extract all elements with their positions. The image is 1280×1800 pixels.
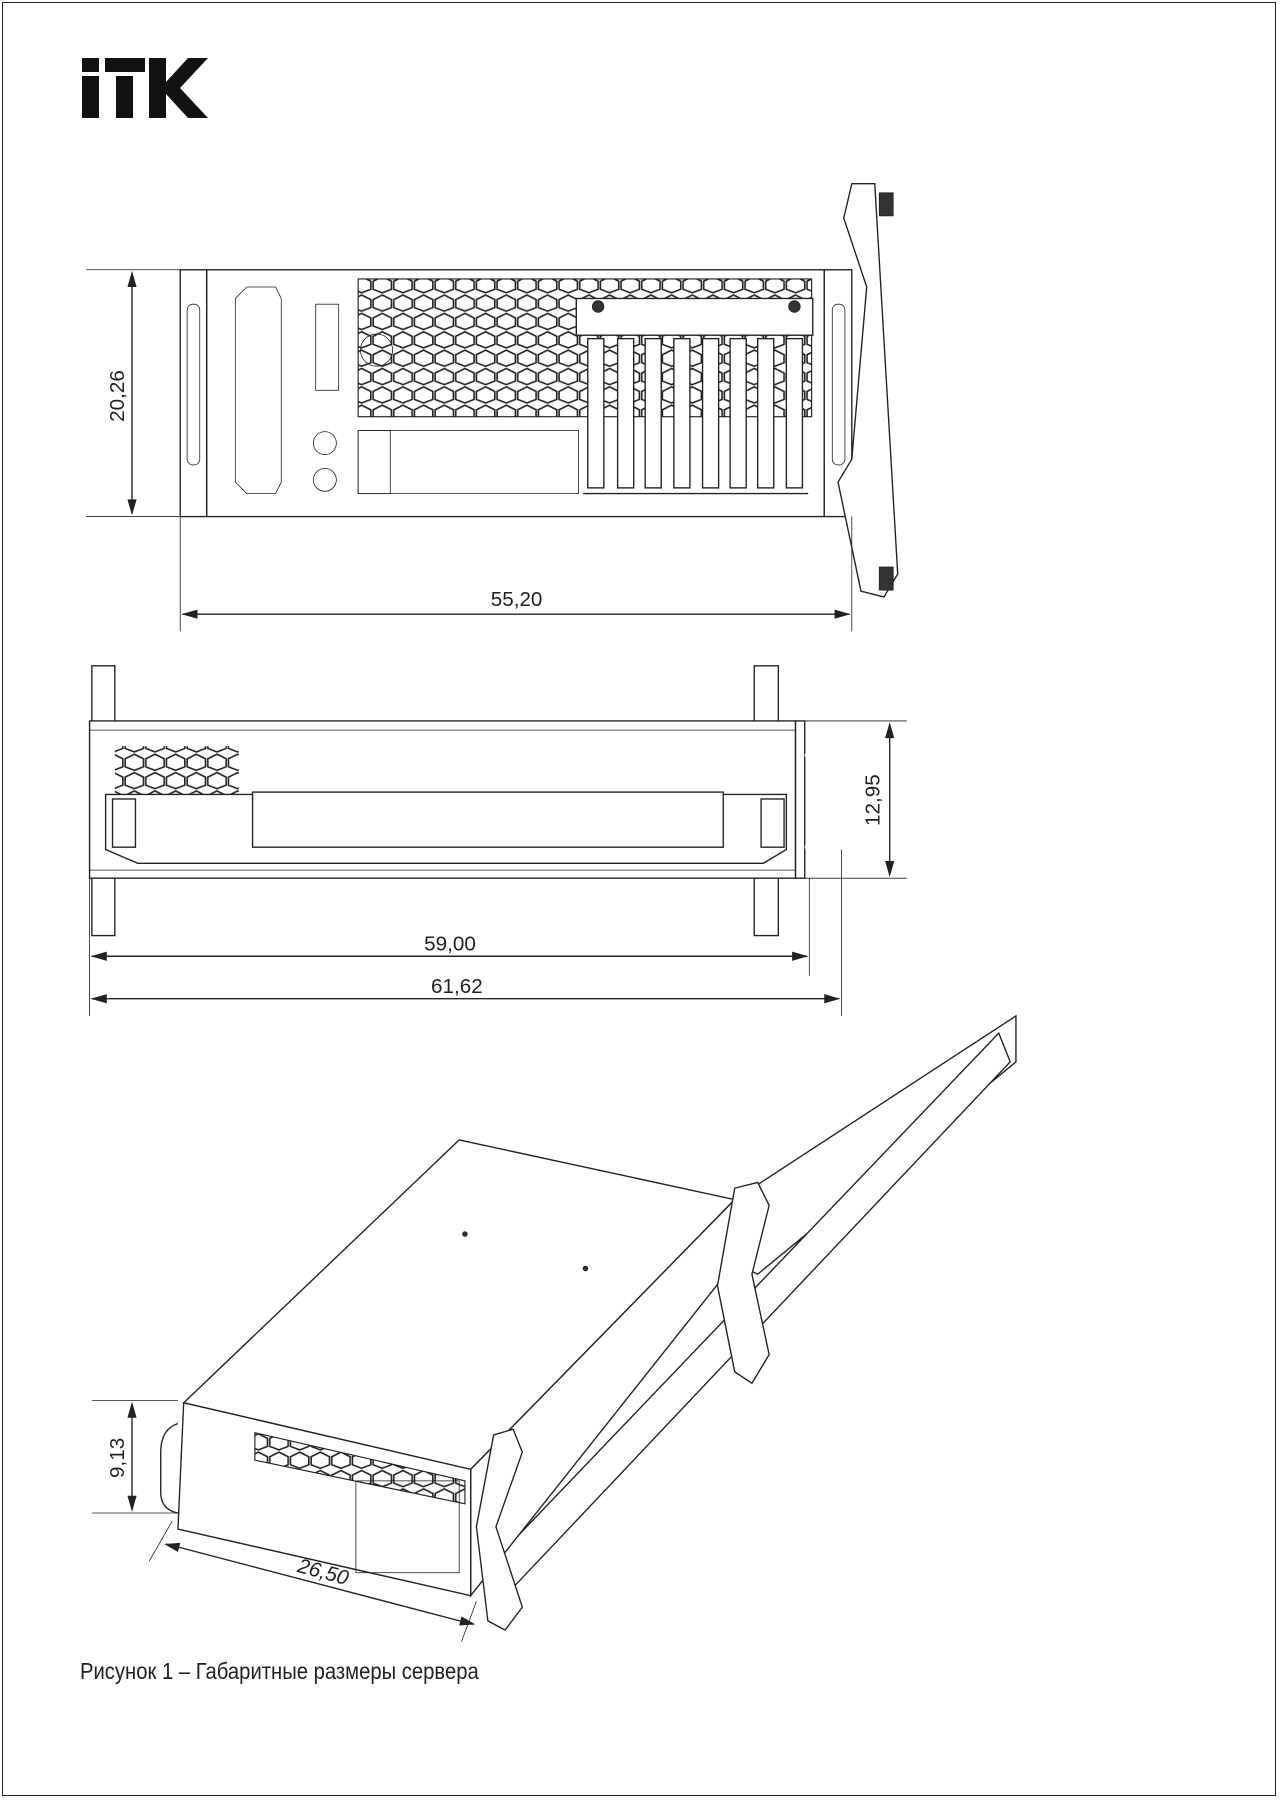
itk-logo xyxy=(82,58,208,118)
figure-caption: Рисунок 1 – Габаритные размеры сервера xyxy=(80,1658,479,1684)
dim-iso-height: 9,13 xyxy=(106,1438,129,1478)
dim-side-height: 12,95 xyxy=(861,774,884,826)
dim-front-height: 20,26 xyxy=(106,370,129,422)
dim-side-depth-total: 61,62 xyxy=(431,975,483,998)
dim-front-width: 55,20 xyxy=(491,588,543,611)
pcie-slots xyxy=(583,337,809,495)
isometric-view: 9,13 26,50 xyxy=(91,1014,1017,1642)
front-view: 20,26 55,20 xyxy=(86,182,899,632)
dim-side-depth-body: 59,00 xyxy=(424,933,476,956)
side-view: 12,95 59,00 61,62 xyxy=(88,665,907,1016)
